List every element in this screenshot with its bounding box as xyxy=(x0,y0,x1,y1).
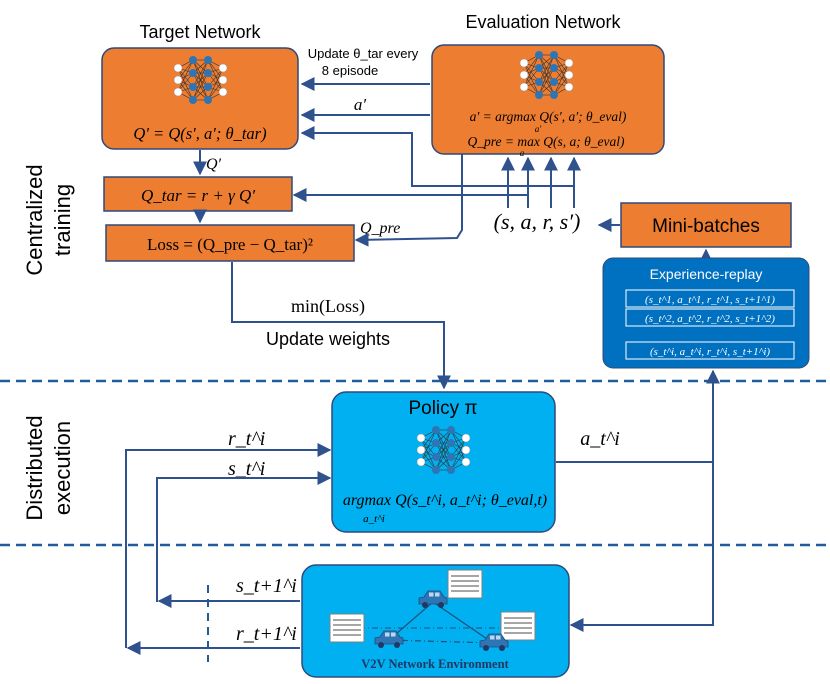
replay-row-3-text: (s_t^i, a_t^i, r_t^i, s_t+1^i) xyxy=(650,346,770,358)
replay-row-1-text: (s_t^1, a_t^1, r_t^1, s_t+1^1) xyxy=(645,294,775,306)
target-network-formula: Q′ = Q(s′, a′; θ_tar) xyxy=(133,124,266,143)
side-label-distributed: Distributed xyxy=(22,415,47,520)
minibatches-box xyxy=(620,202,792,248)
environment-label: V2V Network Environment xyxy=(361,657,509,671)
a-prime-label: a′ xyxy=(354,95,367,114)
replay-row-2-text: (s_t^2, a_t^2, r_t^2, s_t+1^2) xyxy=(645,313,775,325)
q-pre-label: Q_pre xyxy=(360,220,400,237)
update-weights-arrow xyxy=(231,262,451,390)
eval-formula-action-sub: a′ xyxy=(535,124,543,134)
server-icon-left xyxy=(329,613,365,643)
s-t-label: s_t^i xyxy=(228,458,265,480)
replay-row-3 xyxy=(625,341,795,360)
policy-formula-sub: a_t^i xyxy=(363,513,385,525)
r-t-label: r_t^i xyxy=(228,428,265,450)
tuple-text: (s, a, r, s′) xyxy=(494,209,581,234)
a-t-label: a_t^i xyxy=(580,428,620,450)
min-loss-label: min(Loss) xyxy=(291,296,365,317)
replay-row-1 xyxy=(625,289,795,308)
side-label-centralized: Centralized xyxy=(22,164,47,275)
eval-formula-qpre: Q_pre = max Q(s, a; θ_eval) xyxy=(468,134,625,149)
eval-formula-action: a′ = argmax Q(s′, a′; θ_eval) xyxy=(470,109,627,124)
r-t1-label: r_t+1^i xyxy=(236,623,297,645)
r-t-arrow xyxy=(125,443,332,648)
policy-title: Policy π xyxy=(408,398,477,419)
experience-replay-box xyxy=(602,257,810,369)
eval-formula-qpre-sub: a xyxy=(520,148,525,158)
q-pre-arrow xyxy=(354,154,463,247)
evaluation-network-title: Evaluation Network xyxy=(465,12,621,32)
s-t-arrow xyxy=(156,471,332,602)
side-label-training: training xyxy=(50,184,75,256)
qtar-formula: Q_tar = r + γ Q′ xyxy=(141,186,255,205)
loss-formula: Loss = (Q_pre − Q_tar)² xyxy=(147,235,313,254)
side-label-execution: execution xyxy=(50,421,75,515)
update-note-line1: Update θ_tar every xyxy=(308,46,419,61)
replay-row-2 xyxy=(625,308,795,327)
policy-formula: argmax Q(s_t^i, a_t^i; θ_eval,t) xyxy=(343,492,547,509)
action-to-env-arrow xyxy=(569,462,714,632)
evaluation-network-box xyxy=(431,44,665,155)
server-icon-right xyxy=(500,611,536,641)
loss-box xyxy=(105,224,355,262)
q-prime-label: Q′ xyxy=(206,156,222,173)
server-icon-top xyxy=(447,569,483,599)
update-weights-label: Update weights xyxy=(266,329,390,349)
update-note-line2: 8 episode xyxy=(322,63,378,78)
r-to-qtar-arrow xyxy=(292,170,529,202)
target-network-title: Target Network xyxy=(139,22,261,42)
sprime-to-target-arrow xyxy=(300,126,575,187)
experience-replay-title: Experience-replay xyxy=(650,266,763,282)
minibatches-label: Mini-batches xyxy=(652,216,760,237)
policy-box xyxy=(331,391,556,533)
s-t1-label: s_t+1^i xyxy=(236,575,297,597)
target-network-box xyxy=(101,47,299,150)
